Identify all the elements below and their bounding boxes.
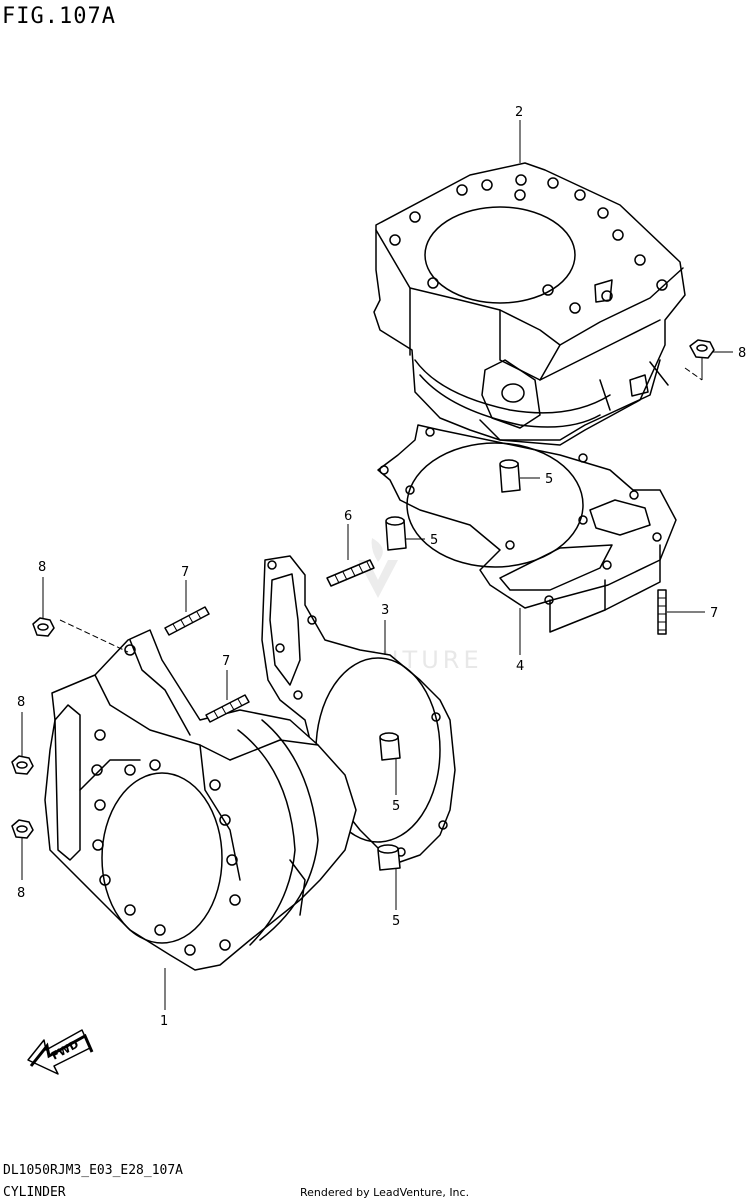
callout-5-mid: 5 xyxy=(430,533,438,548)
section-name: CYLINDER xyxy=(3,1185,66,1200)
callout-8-left-lower: 8 xyxy=(17,886,25,901)
rear-cylinder[interactable] xyxy=(44,629,357,971)
callout-1: 1 xyxy=(160,1014,168,1029)
callout-8-left-upper: 8 xyxy=(38,560,46,575)
rear-cylinder-gasket[interactable] xyxy=(261,555,456,863)
callout-5-lower: 5 xyxy=(392,914,400,929)
callout-7-right: 7 xyxy=(710,606,718,621)
callout-5-gasket: 5 xyxy=(392,799,400,814)
nut-top-right[interactable] xyxy=(689,339,715,359)
dowel-pin-gasket[interactable] xyxy=(379,732,401,761)
stud-bolt-6[interactable] xyxy=(326,559,375,587)
stud-bolt-7-left[interactable] xyxy=(164,606,210,636)
nut-left-upper[interactable] xyxy=(32,617,55,637)
callout-2: 2 xyxy=(515,105,523,120)
front-cylinder-gasket[interactable] xyxy=(377,424,677,633)
callout-labels: 2 8 5 5 6 3 4 7 7 7 8 8 8 5 5 1 xyxy=(17,105,746,1029)
render-credit: Rendered by LeadVenture, Inc. xyxy=(300,1186,470,1199)
front-cylinder[interactable] xyxy=(373,162,686,446)
stud-bolt-7-mid[interactable] xyxy=(205,694,250,723)
nut-left-lower[interactable] xyxy=(11,819,34,839)
nut-left-mid[interactable] xyxy=(11,755,34,775)
callout-7-mid: 7 xyxy=(222,654,230,669)
dowel-pin-upper[interactable] xyxy=(499,459,521,493)
callout-7-left: 7 xyxy=(181,565,189,580)
callout-6: 6 xyxy=(344,509,352,524)
figure-title: FIG.107A xyxy=(2,4,116,29)
callout-4: 4 xyxy=(516,659,524,674)
leader-lines xyxy=(21,120,733,1010)
stud-bolt-7-right[interactable] xyxy=(657,589,667,635)
callout-8-top-right: 8 xyxy=(738,346,746,361)
callout-8-left-mid: 8 xyxy=(17,695,25,710)
fwd-arrow-badge: FWD xyxy=(27,1029,94,1075)
callout-5-upper: 5 xyxy=(545,472,553,487)
dowel-pin-lower[interactable] xyxy=(377,844,401,871)
model-code: DL1050RJM3_E03_E28_107A xyxy=(3,1163,184,1178)
dowel-pin-mid[interactable] xyxy=(385,516,407,551)
callout-3: 3 xyxy=(381,603,389,618)
